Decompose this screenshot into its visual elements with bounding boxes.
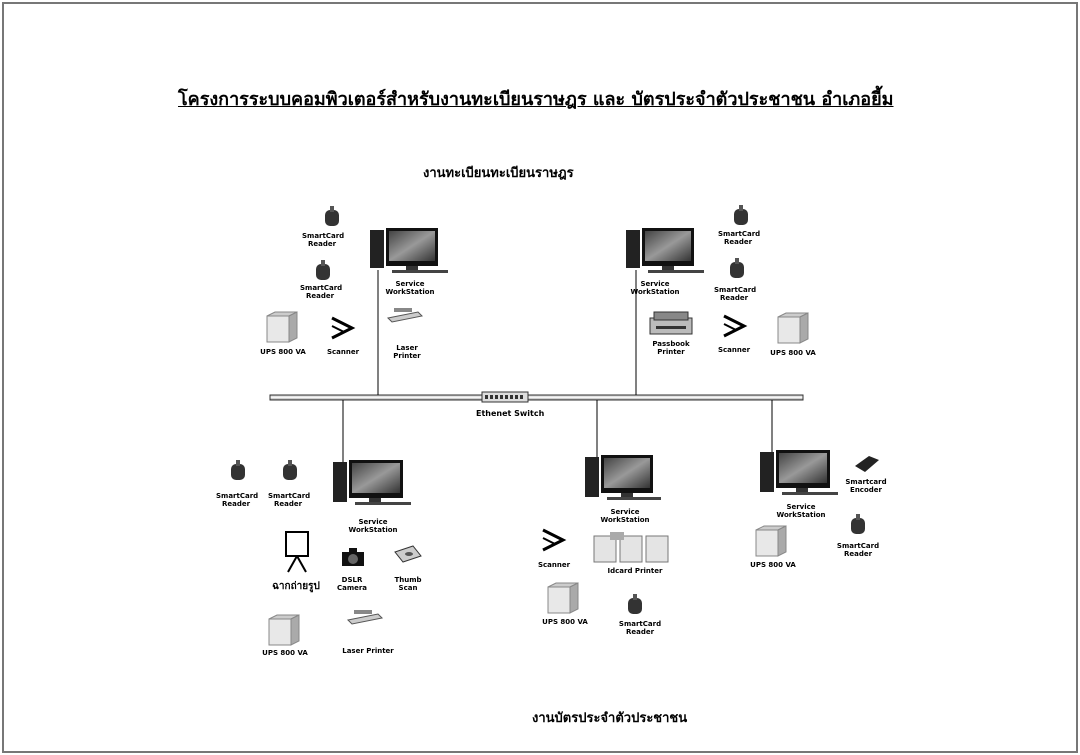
- ups-label: UPS 800 VA: [750, 561, 796, 569]
- passbook-printer-icon: [649, 311, 693, 335]
- ups-icon: [777, 312, 809, 344]
- photo-backdrop-icon: [285, 531, 309, 573]
- smartcard-encoder-icon: [855, 456, 879, 472]
- smartcard-reader-label: SmartCard Reader: [714, 286, 757, 302]
- ups-icon: [547, 582, 579, 614]
- smartcard-reader-label: SmartCard Reader: [618, 620, 662, 636]
- workstation-icon: [370, 228, 448, 273]
- workstation-label: Service WorkStation: [385, 280, 435, 296]
- scanner-icon: [331, 316, 356, 340]
- workstation-label: Service WorkStation: [776, 503, 826, 519]
- smartcard-reader-icon: [283, 460, 297, 480]
- laser-printer-label: Laser Printer: [342, 647, 394, 655]
- smartcard-reader-icon: [231, 460, 245, 480]
- smartcard-reader-label: SmartCard Reader: [302, 232, 345, 248]
- ups-label: UPS 800 VA: [542, 618, 588, 626]
- laser-printer-icon: [346, 610, 384, 625]
- top-section-label: งานทะเบียนทะเบียนราษฎร: [423, 166, 574, 181]
- smartcard-reader-icon: [316, 260, 330, 280]
- smartcard-reader-icon: [734, 205, 748, 225]
- workstation-label: Service WorkStation: [630, 280, 680, 296]
- smartcard-reader-label: SmartCard Reader: [836, 542, 880, 558]
- laser-printer-label: Laser Printer: [393, 344, 421, 360]
- smartcard-reader-icon: [730, 258, 744, 278]
- scanner-label: Scanner: [537, 561, 571, 569]
- ups-icon: [755, 525, 787, 557]
- bottom-section-label: งานบัตรประจำตัวประชาชน: [532, 711, 688, 726]
- workstation-icon: [760, 450, 838, 495]
- idcard-printer-label: Idcard Printer: [607, 567, 663, 575]
- ups-label: UPS 800 VA: [770, 349, 816, 357]
- workstation-icon: [333, 460, 411, 505]
- camera-label: DSLR Camera: [336, 576, 368, 592]
- ups-label: UPS 800 VA: [262, 649, 308, 657]
- scanner-label: Scanner: [717, 346, 751, 354]
- smartcard-reader-label: SmartCard Reader: [718, 230, 761, 246]
- scanner-icon: [723, 314, 748, 338]
- workstation-label: Service WorkStation: [600, 508, 650, 524]
- smartcard-reader-label: SmartCard Reader: [216, 492, 259, 508]
- laser-printer-icon: [386, 308, 424, 323]
- smartcard-reader-icon: [851, 514, 865, 534]
- passbook-printer-label: Passbook Printer: [652, 340, 690, 356]
- ups-label: UPS 800 VA: [260, 348, 306, 356]
- workstation-icon: [626, 228, 704, 273]
- smartcard-reader-label: SmartCard Reader: [268, 492, 311, 508]
- idcard-printer-icon: [593, 532, 669, 563]
- thumb-scanner-icon: [394, 545, 422, 563]
- ethernet-switch-label: Ethenet Switch: [476, 409, 545, 418]
- camera-icon: [342, 548, 364, 566]
- smartcard-encoder-label: Smartcard Encoder: [845, 478, 887, 494]
- smartcard-reader-label: SmartCard Reader: [300, 284, 343, 300]
- scanner-label: Scanner: [326, 348, 360, 356]
- smartcard-reader-icon: [628, 594, 642, 614]
- workstation-label: Service WorkStation: [348, 518, 398, 534]
- ethernet-switch-icon: [481, 391, 529, 403]
- workstation-icon: [585, 455, 661, 500]
- smartcard-reader-icon: [325, 206, 339, 226]
- thumb-scanner-label: Thumb Scan: [394, 576, 422, 592]
- scanner-icon: [542, 528, 567, 552]
- photo-backdrop-label: ฉากถ่ายรูป: [272, 581, 320, 592]
- ethernet-bus: [269, 394, 804, 401]
- diagram-title: โครงการระบบคอมพิวเตอร์สำหรับงานทะเบียนรา…: [178, 89, 894, 110]
- ups-icon: [266, 311, 298, 343]
- ups-icon: [268, 614, 300, 646]
